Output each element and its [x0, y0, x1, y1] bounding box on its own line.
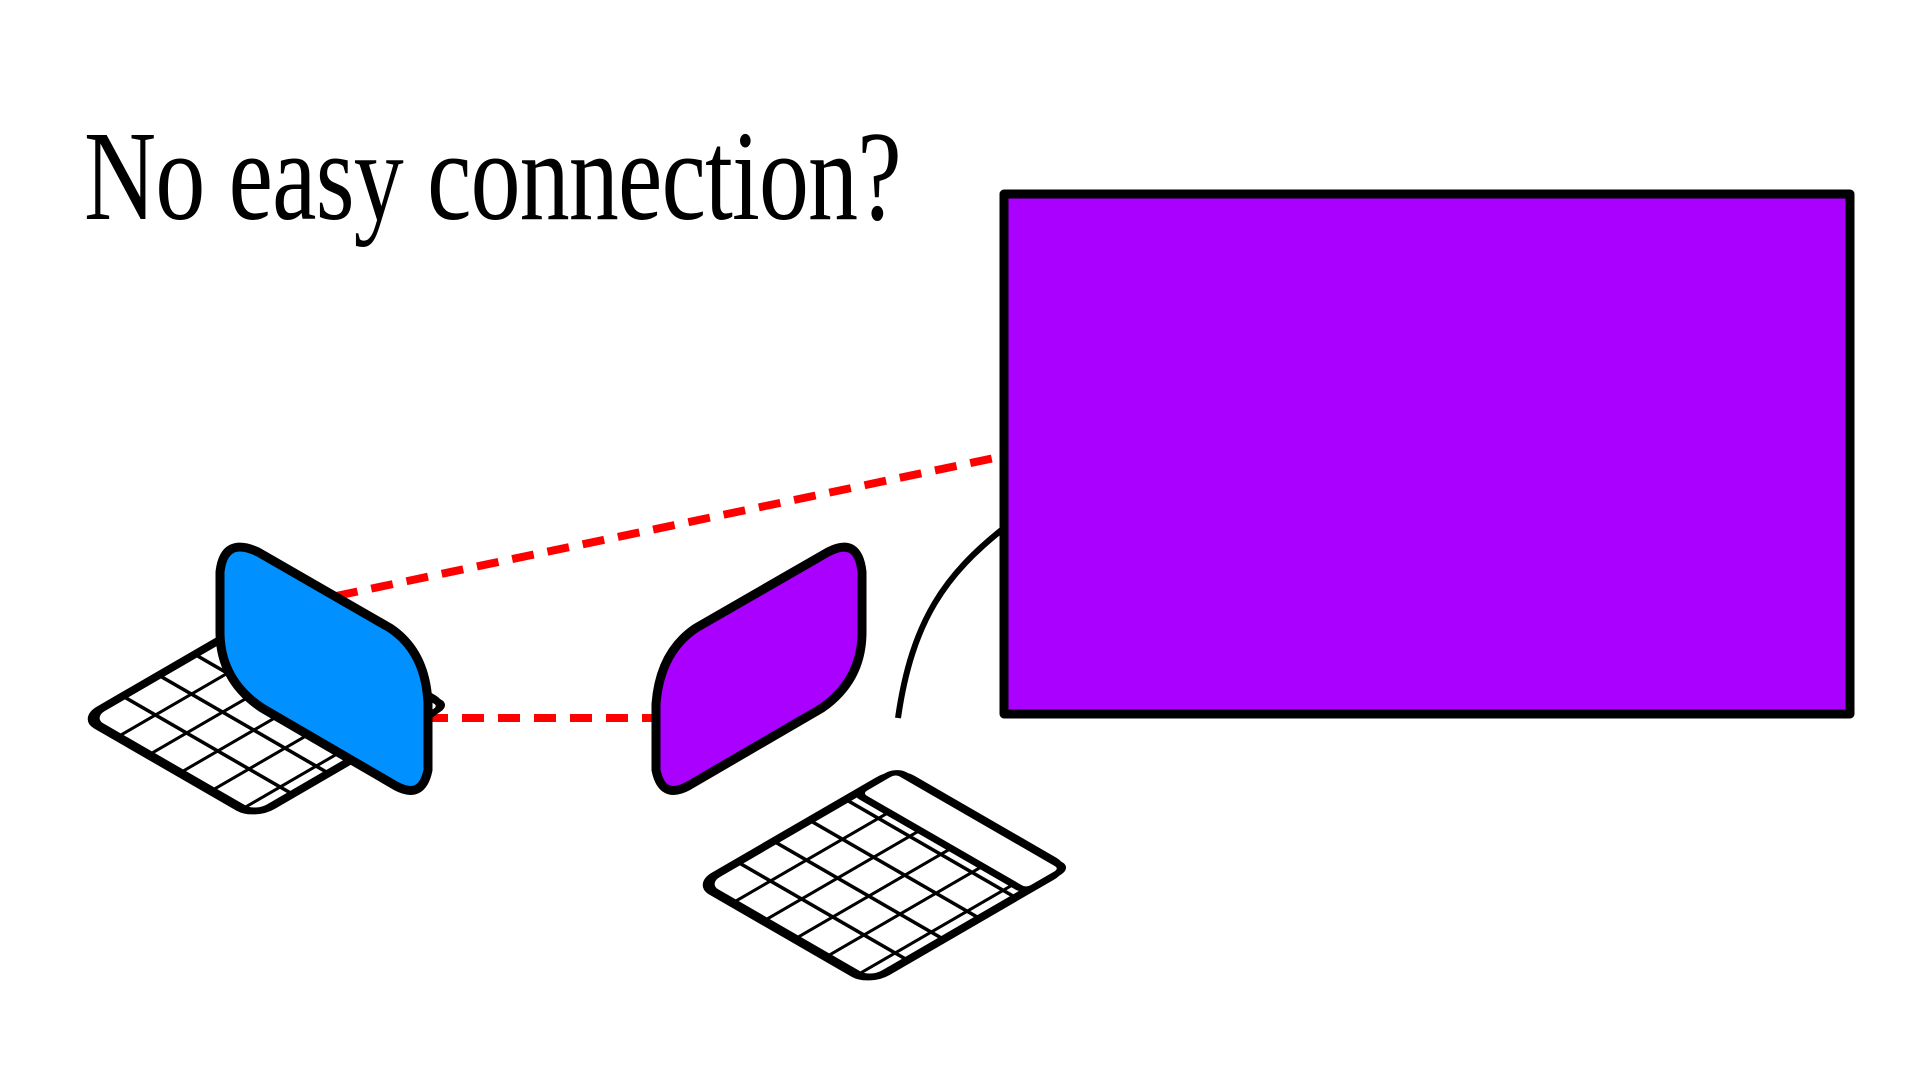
left-laptop-screen — [215, 542, 433, 795]
large-display-icon — [999, 189, 1855, 719]
cable-to-display — [895, 525, 1006, 719]
right-laptop-icon — [651, 542, 1067, 981]
wireless-link-to-display — [335, 452, 1005, 600]
right-laptop-screen — [651, 542, 867, 795]
left-laptop-icon — [87, 542, 446, 815]
slide-title: No easy connection? — [84, 105, 902, 247]
